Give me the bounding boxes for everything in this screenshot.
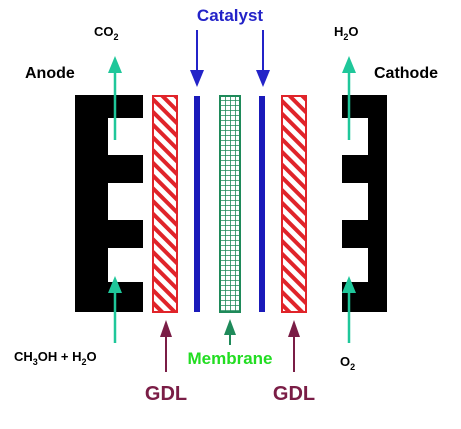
cathode-electrode [342,95,387,312]
cathode-outlet-label: H2O [334,24,359,42]
catalyst-arrow-right [256,30,270,87]
catalyst-label: Catalyst [197,6,263,25]
gdl-left-label: GDL [145,383,187,405]
anode-outlet-label: CO2 [94,24,119,42]
membrane-label: Membrane [187,349,272,368]
anode-outlet-arrow [108,56,122,140]
cathode-label: Cathode [374,65,438,82]
anode-label: Anode [25,65,75,82]
cathode-inlet-label: O2 [340,354,355,372]
gdl-left-arrow [160,320,172,372]
anode-inlet-label: CH3OH + H2O [14,349,97,367]
cathode-inlet-arrow [342,276,356,343]
membrane-layer [219,95,241,313]
catalyst-left-layer [194,96,200,312]
catalyst-right-layer [259,96,265,312]
gdl-right-layer [281,95,307,313]
cathode-outlet-arrow [342,56,356,140]
membrane-arrow [224,319,236,345]
catalyst-arrow-left [190,30,204,87]
gdl-right-arrow [288,320,300,372]
gdl-left-layer [152,95,178,313]
anode-inlet-arrow [108,276,122,343]
anode-electrode [75,95,143,312]
gdl-right-label: GDL [273,383,315,405]
